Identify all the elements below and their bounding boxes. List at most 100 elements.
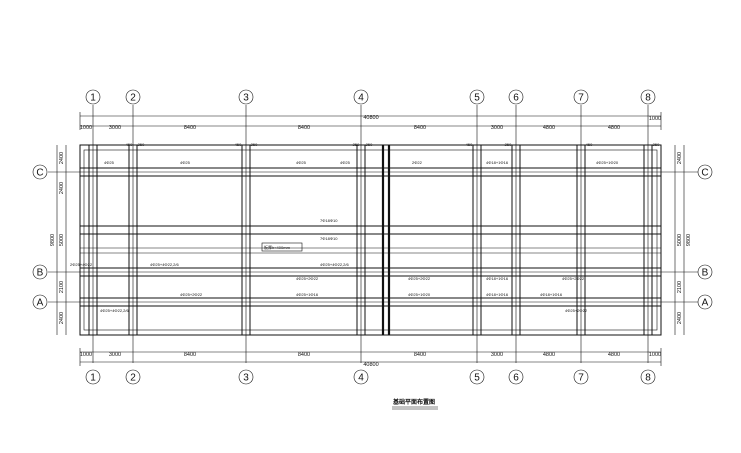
- local-dim-4: 250: [251, 142, 258, 147]
- dim-bottom-6: 3000: [491, 352, 503, 358]
- slab-note-text: 板厚h=400mm: [264, 244, 291, 250]
- dim-top-4: 8400: [298, 125, 310, 131]
- beam-label-c-7: 4Φ25+1Φ20: [596, 160, 619, 165]
- mid-beam-label-2: 7Φ18Φ10: [320, 236, 338, 241]
- beam-label-b-7: 4Φ25+2Φ22: [562, 276, 585, 281]
- beam-label-a-1: 4Φ25+4Φ22,2/6: [100, 308, 130, 313]
- dim-top-6: 3000: [491, 125, 503, 131]
- beam-label-b-5: 4Φ25+2Φ22: [408, 276, 431, 281]
- axis-label-bottom-5: 5: [474, 373, 480, 384]
- top-dimension-text: 1000 3000 8400 8400 8400 3000 4800 4800 …: [80, 115, 661, 131]
- axis-label-bottom-7: 7: [578, 373, 584, 384]
- dim-top-5: 8400: [414, 125, 426, 131]
- mid-beam-label-1: 7Φ18Φ10: [320, 218, 338, 223]
- beam-label-b-1: 2Φ25+4Φ22: [70, 262, 93, 267]
- local-dim-2: 250: [138, 142, 145, 147]
- local-dimension-text: 450 250 450 250 250 250 450 250 450 250: [126, 142, 660, 147]
- dim-top-1: 1000: [80, 125, 92, 131]
- local-dim-5: 250: [353, 142, 360, 147]
- axis-label-bottom-4: 4: [358, 373, 364, 384]
- dim-left-3: 5000: [59, 234, 65, 246]
- beam-label-c-3: 4Φ25: [296, 160, 307, 165]
- dim-left-5: 2400: [59, 312, 65, 324]
- dim-top-8: 4800: [608, 125, 620, 131]
- dim-bottom-9: 1000: [649, 352, 661, 358]
- dim-bottom-total: 40800: [363, 362, 378, 368]
- beam-label-c-4: 4Φ25: [340, 160, 351, 165]
- axis-label-left-b: B: [37, 268, 44, 279]
- local-dim-7: 450: [466, 142, 473, 147]
- dim-right-4: 2400: [677, 312, 683, 324]
- beam-labels-a: 4Φ25+4Φ22,2/6 4Φ25+2Φ22 4Φ25+1Φ16 4Φ25+1…: [100, 292, 588, 313]
- local-dim-10: 250: [653, 142, 660, 147]
- local-dim-8: 250: [505, 142, 512, 147]
- axis-label-bottom-8: 8: [645, 373, 651, 384]
- local-dim-9: 450: [586, 142, 593, 147]
- right-dimension-text: 2400 5000 2100 2400 9800: [677, 152, 692, 324]
- beam-label-a-5: 4Φ18+1Φ16: [486, 292, 509, 297]
- axis-label-top-3: 3: [243, 93, 249, 104]
- beam-label-a-4: 4Φ25+1Φ20: [408, 292, 431, 297]
- bottom-dimension-lines: [79, 348, 662, 366]
- dim-bottom-4: 8400: [298, 352, 310, 358]
- dim-right-2: 5000: [677, 234, 683, 246]
- axis-label-left-c: C: [36, 168, 43, 179]
- dim-bottom-7: 4800: [543, 352, 555, 358]
- dim-bottom-2: 3000: [109, 352, 121, 358]
- axis-label-bottom-3: 3: [243, 373, 249, 384]
- beam-label-b-3: 4Φ25+2Φ22: [296, 276, 319, 281]
- local-dim-3: 450: [235, 142, 242, 147]
- beam-labels-c: 4Φ25 4Φ25 4Φ25 4Φ25 2Φ22 4Φ18+1Φ16 4Φ25+…: [104, 160, 619, 165]
- top-dimension-lines: [79, 112, 662, 130]
- dim-left-total: 9800: [50, 234, 56, 246]
- beam-label-c-1: 4Φ25: [104, 160, 115, 165]
- dim-left-2: 2400: [59, 182, 65, 194]
- axis-label-right-a: A: [702, 298, 709, 309]
- beam-label-a-7: 4Φ25+2Φ22: [565, 308, 588, 313]
- dim-bottom-8: 4800: [608, 352, 620, 358]
- dim-top-9: 1000: [649, 116, 661, 122]
- dim-bottom-5: 8400: [414, 352, 426, 358]
- side-axis-bubbles: C B A C B A: [32, 164, 713, 310]
- left-dimension-text: 2400 2400 5000 2100 2400 9800: [50, 152, 65, 324]
- dim-bottom-1: 1000: [80, 352, 92, 358]
- foundation-outline: [79, 144, 662, 336]
- beam-label-c-5: 2Φ22: [412, 160, 423, 165]
- slab-note: 板厚h=400mm: [261, 242, 303, 252]
- axis-label-top-2: 2: [130, 93, 136, 104]
- dim-right-total: 9800: [686, 234, 692, 246]
- dim-top-7: 4800: [543, 125, 555, 131]
- axis-label-top-5: 5: [474, 93, 480, 104]
- beam-label-a-6: 4Φ18+1Φ16: [540, 292, 563, 297]
- bottom-dimension-text: 1000 3000 8400 8400 8400 3000 4800 4800 …: [80, 352, 661, 368]
- dim-left-1: 2400: [59, 152, 65, 164]
- drawing-title-text: 基础平面布置图: [392, 398, 435, 406]
- beam-label-b-4: 4Φ25+4Φ22,2/6: [320, 262, 350, 267]
- axis-label-bottom-6: 6: [513, 373, 519, 384]
- beam-label-c-6: 4Φ18+1Φ16: [486, 160, 509, 165]
- dim-right-3: 2100: [677, 281, 683, 293]
- dim-bottom-3: 8400: [184, 352, 196, 358]
- beam-label-c-2: 4Φ25: [180, 160, 191, 165]
- beam-label-b-6: 4Φ18+1Φ16: [486, 276, 509, 281]
- bottom-axis-bubbles: 1 2 3 4 5 6 7 8: [85, 369, 656, 385]
- beam-label-a-2: 4Φ25+2Φ22: [180, 292, 203, 297]
- axis-label-top-7: 7: [578, 93, 584, 104]
- axis-label-right-c: C: [701, 168, 708, 179]
- axis-label-top-8: 8: [645, 93, 651, 104]
- beam-labels-b: 2Φ25+4Φ22 4Φ25+4Φ22,2/6 4Φ25+2Φ22 4Φ25+4…: [70, 262, 585, 281]
- mid-beam-labels: 7Φ18Φ10 7Φ18Φ10: [320, 218, 338, 241]
- drawing-title: 基础平面布置图: [392, 398, 438, 410]
- dim-top-total: 40800: [363, 115, 378, 121]
- local-dim-1: 450: [126, 142, 133, 147]
- beam-label-b-2: 4Φ25+4Φ22,2/6: [150, 262, 180, 267]
- local-dim-6: 250: [366, 142, 373, 147]
- dim-right-1: 2400: [677, 152, 683, 164]
- dim-top-2: 3000: [109, 125, 121, 131]
- dim-left-4: 2100: [59, 281, 65, 293]
- axis-label-bottom-1: 1: [90, 373, 96, 384]
- axis-label-top-6: 6: [513, 93, 519, 104]
- axis-label-right-b: B: [702, 268, 709, 279]
- dim-top-3: 8400: [184, 125, 196, 131]
